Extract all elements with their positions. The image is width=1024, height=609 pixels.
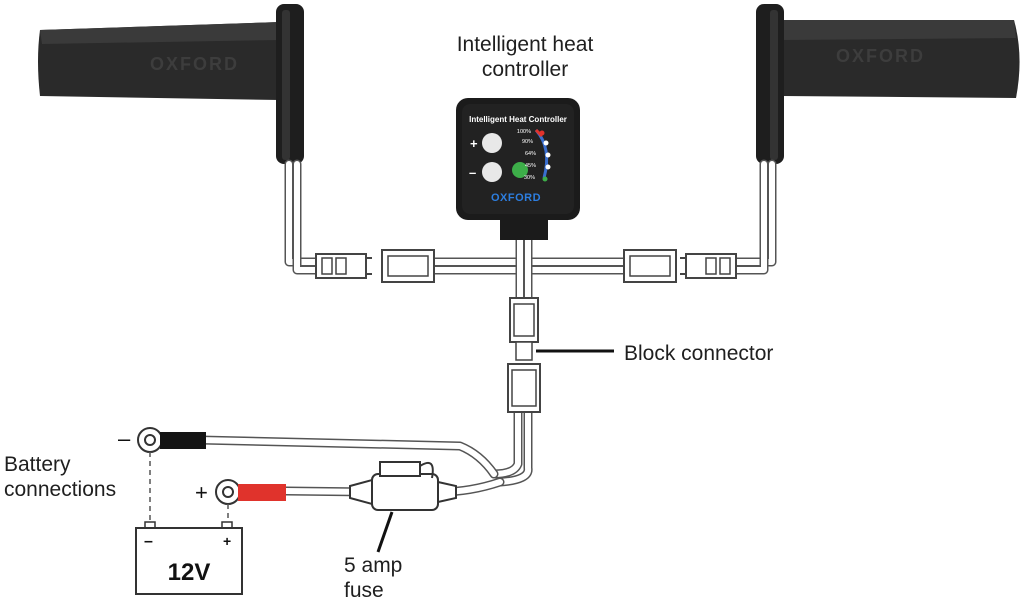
block-connector-label: Block connector bbox=[624, 342, 774, 365]
level-label: 64% bbox=[525, 151, 536, 157]
right-heated-grip: OXFORD bbox=[756, 4, 1020, 164]
fuse-label-line1: 5 amp bbox=[344, 554, 403, 577]
fuse-holder bbox=[349, 461, 457, 511]
left-socket-connector bbox=[381, 249, 435, 283]
level-label: 30% bbox=[524, 175, 535, 181]
block-connector-upper bbox=[509, 297, 539, 361]
level-label: 45% bbox=[525, 163, 536, 169]
positive-connection-symbol: + bbox=[195, 480, 208, 505]
left-heated-grip: OXFORD bbox=[38, 4, 304, 164]
grip-brand-emboss: OXFORD bbox=[836, 46, 925, 66]
controller-label: Intelligent heat controller bbox=[430, 32, 620, 82]
battery-positive-mark: + bbox=[223, 533, 231, 549]
controller-minus-symbol: – bbox=[469, 165, 476, 180]
controller-label-line2: controller bbox=[481, 58, 569, 81]
negative-lead: – bbox=[118, 426, 206, 453]
battery-negative-mark: – bbox=[144, 533, 153, 550]
battery-label-line2: connections bbox=[4, 478, 117, 501]
power-led-icon bbox=[512, 162, 528, 178]
battery-connections-label: Battery connections bbox=[4, 452, 116, 502]
level-label: 100% bbox=[517, 129, 531, 135]
fuse-pointer bbox=[376, 511, 394, 553]
fuse-label-line2: fuse bbox=[344, 579, 384, 602]
heat-controller-unit: Intelligent Heat Controller + – 100% 90%… bbox=[456, 98, 580, 240]
controller-plus-symbol: + bbox=[470, 136, 478, 151]
battery-label-line1: Battery bbox=[4, 453, 71, 476]
level-label: 90% bbox=[522, 139, 533, 145]
controller-brand-logo: OXFORD bbox=[491, 192, 541, 204]
fuse-label: 5 amp fuse bbox=[344, 553, 402, 603]
grip-brand-emboss: OXFORD bbox=[150, 54, 239, 74]
controller-label-line1: Intelligent heat bbox=[456, 33, 594, 56]
controller-plus-button bbox=[482, 133, 502, 153]
battery-icon: – + 12V bbox=[135, 521, 243, 595]
controller-minus-button bbox=[482, 162, 502, 182]
block-connector-lower bbox=[507, 363, 541, 413]
right-plug-connector bbox=[680, 253, 737, 279]
negative-connection-symbol: – bbox=[118, 426, 131, 451]
controller-panel-title: Intelligent Heat Controller bbox=[469, 115, 567, 124]
battery-voltage: 12V bbox=[168, 559, 211, 586]
right-socket-connector bbox=[623, 249, 677, 283]
positive-lead: + bbox=[195, 479, 286, 505]
left-plug-connector bbox=[315, 253, 372, 279]
